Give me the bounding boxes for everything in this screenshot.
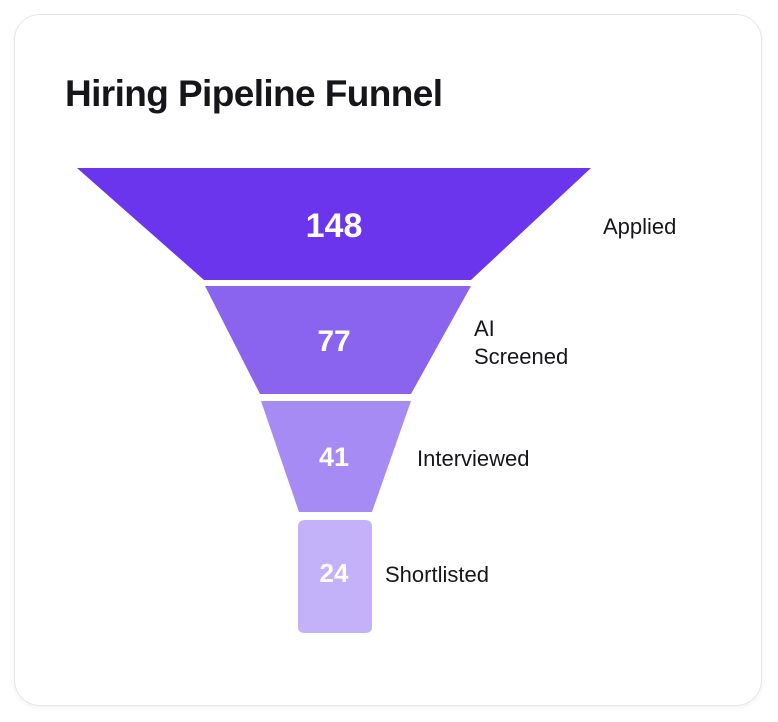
funnel-label-1: Applied: [603, 214, 676, 239]
funnel-value-4: 24: [320, 558, 349, 588]
funnel-value-3: 41: [319, 442, 349, 472]
funnel-segment-shape-4[interactable]: [298, 520, 372, 633]
funnel-label-3: Interviewed: [417, 446, 530, 471]
funnel-value-2: 77: [317, 325, 350, 358]
funnel-label-4: Shortlisted: [385, 562, 489, 587]
funnel-chart: 148 Applied 77 AI Screened 41 Interviewe…: [77, 168, 676, 633]
funnel-segment-interviewed[interactable]: 41 Interviewed: [261, 401, 530, 512]
funnel-segment-shape-3[interactable]: [261, 401, 411, 512]
funnel-value-1: 148: [306, 207, 363, 245]
funnel-segment-ai-screened[interactable]: 77 AI Screened: [205, 286, 568, 394]
funnel-label-2-line1: AI: [474, 316, 495, 341]
chart-card: Hiring Pipeline Funnel 148 Applied 77 AI…: [14, 14, 762, 706]
funnel-segment-shortlisted[interactable]: 24 Shortlisted: [298, 520, 489, 633]
funnel-label-2-line2: Screened: [474, 344, 568, 369]
funnel-segment-shape-1[interactable]: [77, 168, 591, 280]
funnel-segment-applied[interactable]: 148 Applied: [77, 168, 676, 280]
page-title: Hiring Pipeline Funnel: [65, 73, 443, 114]
funnel-segment-shape-2[interactable]: [205, 286, 471, 394]
